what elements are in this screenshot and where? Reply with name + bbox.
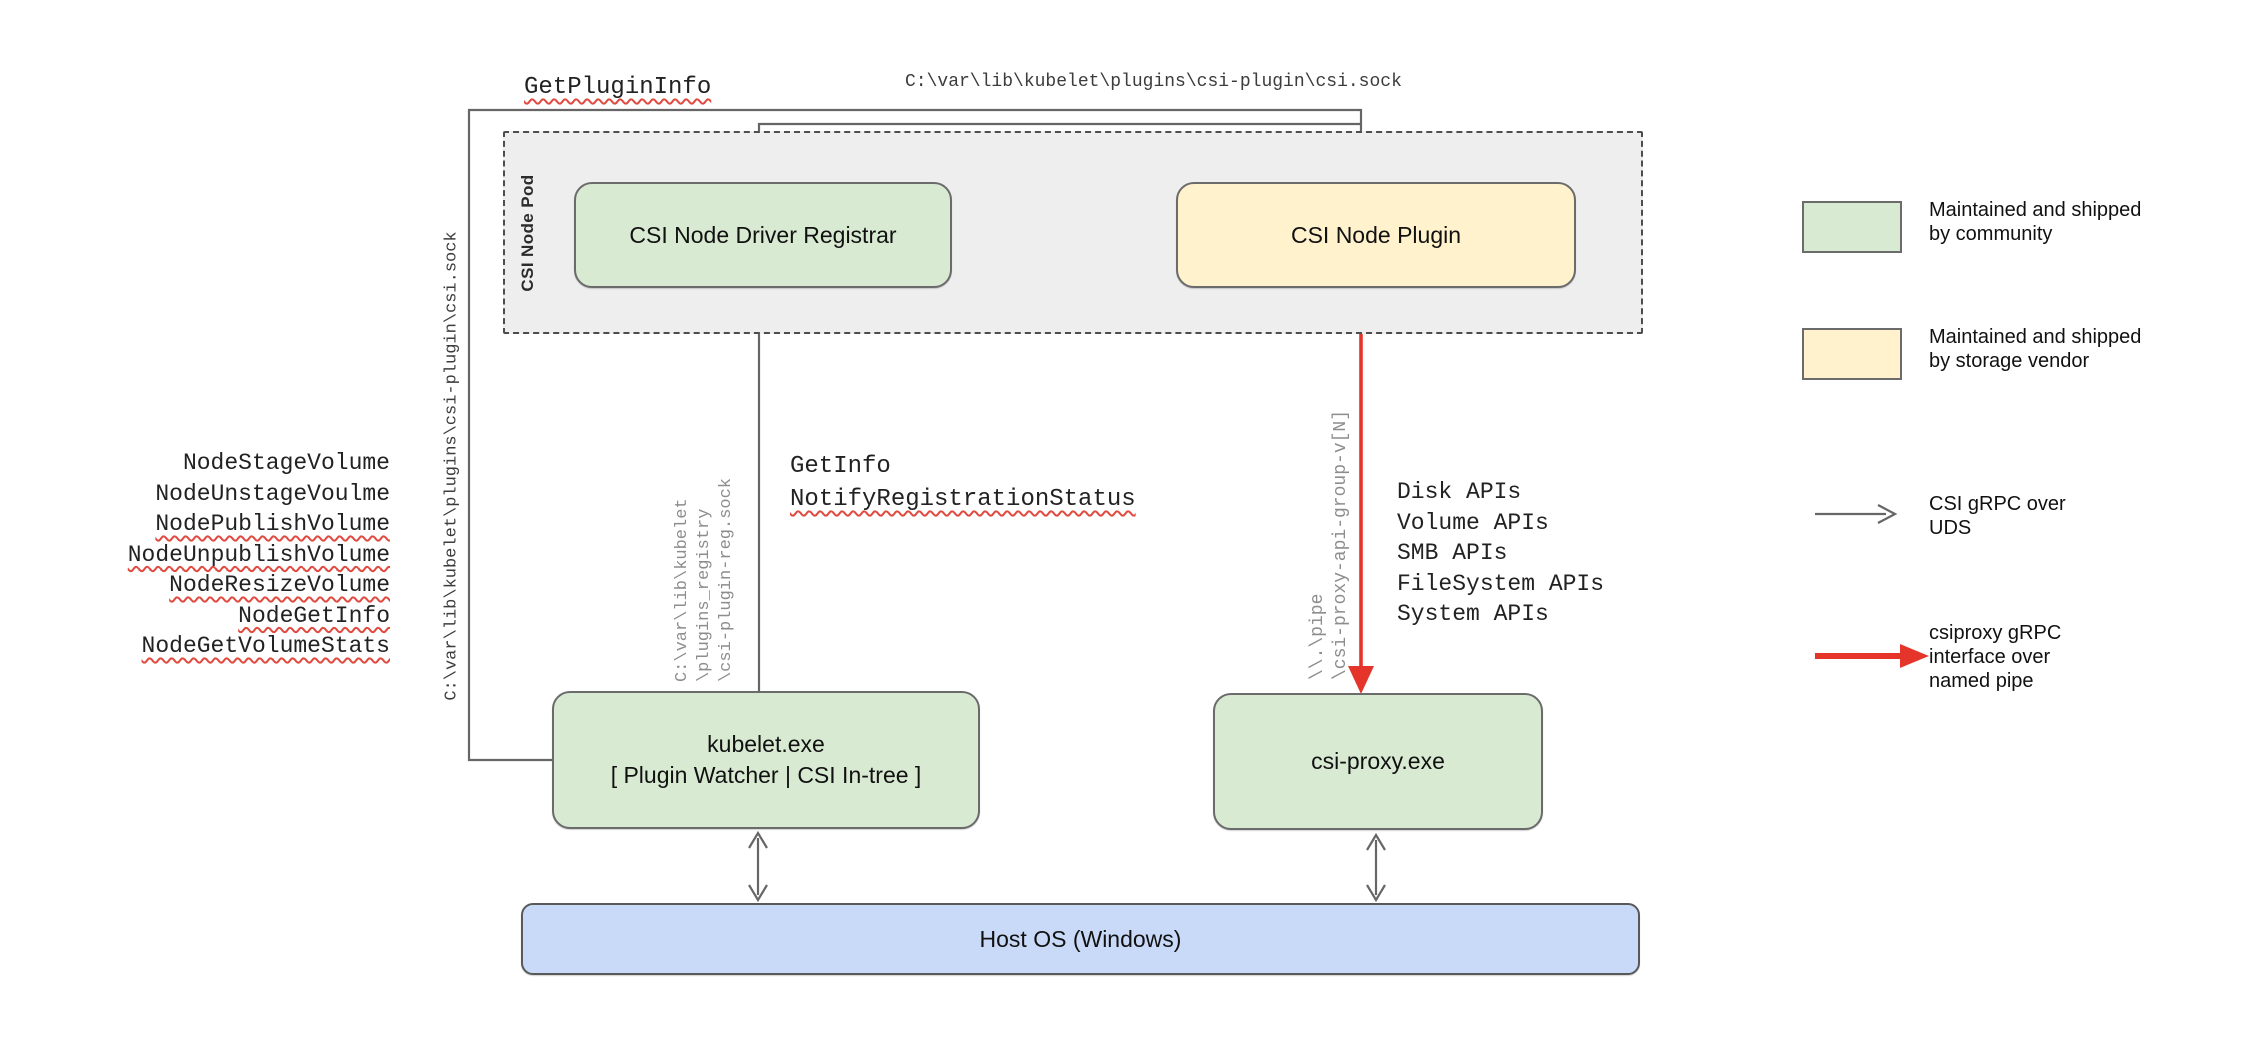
named-pipe-vertical-label: \\.\pipe \csi-proxy-api-group-v[N] <box>1307 410 1353 680</box>
node-method: NodeUnpublishVolume <box>127 541 390 568</box>
proxy-api-item: Volume APIs <box>1397 509 1549 536</box>
arrowhead-up-kubelet <box>748 830 768 849</box>
proxy-api-item: Disk APIs <box>1397 479 1522 505</box>
node-method: NodeUnstageVoulme <box>155 480 390 507</box>
csi-proxy-box: csi-proxy.exe <box>1213 693 1543 830</box>
csi-node-plugin-box: CSI Node Plugin <box>1176 182 1576 288</box>
uds-line-kubelet-to-plugin <box>467 108 1363 762</box>
named-pipe-line: \\.\pipe <box>1308 593 1328 681</box>
legend-named-pipe-label: csiproxy gRPC interface over named pipe <box>1929 622 2062 692</box>
notify-registration-status-label: NotifyRegistrationStatus <box>790 486 1136 513</box>
pipe-arrowhead-into-proxy <box>1348 666 1374 694</box>
host-os-box: Host OS (Windows) <box>521 903 1640 975</box>
get-info-label: GetInfo <box>790 453 891 480</box>
node-method: NodeGetInfo <box>238 602 390 629</box>
proxy-api-item: SMB APIs <box>1397 540 1508 566</box>
named-pipe-line: \csi-proxy-api-group-v[N] <box>1331 409 1351 681</box>
csi-node-driver-registrar-label: CSI Node Driver Registrar <box>629 221 897 248</box>
node-method: NodeGetVolumeStats <box>141 633 390 659</box>
registry-socket-vertical-label: C:\var\lib\kubelet \plugins_registry \cs… <box>672 478 738 682</box>
legend-uds-arrowhead <box>1877 504 1898 524</box>
get-plugin-info-label: GetPluginInfo <box>524 74 712 101</box>
kubelet-subtitle: [ Plugin Watcher | CSI In-tree ] <box>610 762 922 788</box>
arrowhead-down-host-right <box>1366 884 1386 903</box>
csi-node-driver-registrar-box: CSI Node Driver Registrar <box>574 182 952 288</box>
proxy-api-item: FileSystem APIs <box>1397 570 1605 597</box>
kubelet-box: kubelet.exe [ Plugin Watcher | CSI In-tr… <box>552 691 980 829</box>
csi-proxy-label: csi-proxy.exe <box>1311 748 1445 774</box>
registry-socket-line: \plugins_registry <box>695 508 714 683</box>
legend-vendor-swatch <box>1802 328 1902 380</box>
registry-socket-line: C:\var\lib\kubelet <box>673 498 692 683</box>
host-os-label: Host OS (Windows) <box>979 925 1182 952</box>
arrowhead-up-proxy <box>1366 832 1386 851</box>
legend-uds-label: CSI gRPC over UDS <box>1929 493 2066 539</box>
legend-community-label: Maintained and shipped by community <box>1929 199 2142 245</box>
kubelet-plugin-socket-vertical-label: C:\var\lib\kubelet\plugins\csi-plugin\cs… <box>442 231 462 701</box>
kubelet-title: kubelet.exe <box>707 731 825 757</box>
proxy-api-list: Disk APIs Volume APIs SMB APIs FileSyste… <box>1397 477 1604 630</box>
legend-pipe-arrowhead <box>1900 644 1929 668</box>
node-method: NodeStageVolume <box>182 450 390 476</box>
node-method: NodeResizeVolume <box>169 572 390 598</box>
csi-node-plugin-label: CSI Node Plugin <box>1290 221 1462 248</box>
arrowhead-down-host-left <box>748 884 768 903</box>
legend-vendor-label: Maintained and shipped by storage vendor <box>1929 326 2142 372</box>
legend-community-swatch <box>1802 201 1902 253</box>
registry-socket-line: \csi-plugin-reg.sock <box>717 477 736 683</box>
csi-plugin-socket-path-label: C:\var\lib\kubelet\plugins\csi-plugin\cs… <box>905 72 1402 92</box>
csi-node-pod-label: CSI Node Pod <box>518 174 537 292</box>
proxy-api-item: System APIs <box>1397 601 1549 627</box>
node-method: NodePublishVolume <box>155 511 390 537</box>
node-methods-list: NodeStageVolume NodeUnstageVoulme NodePu… <box>50 448 390 662</box>
